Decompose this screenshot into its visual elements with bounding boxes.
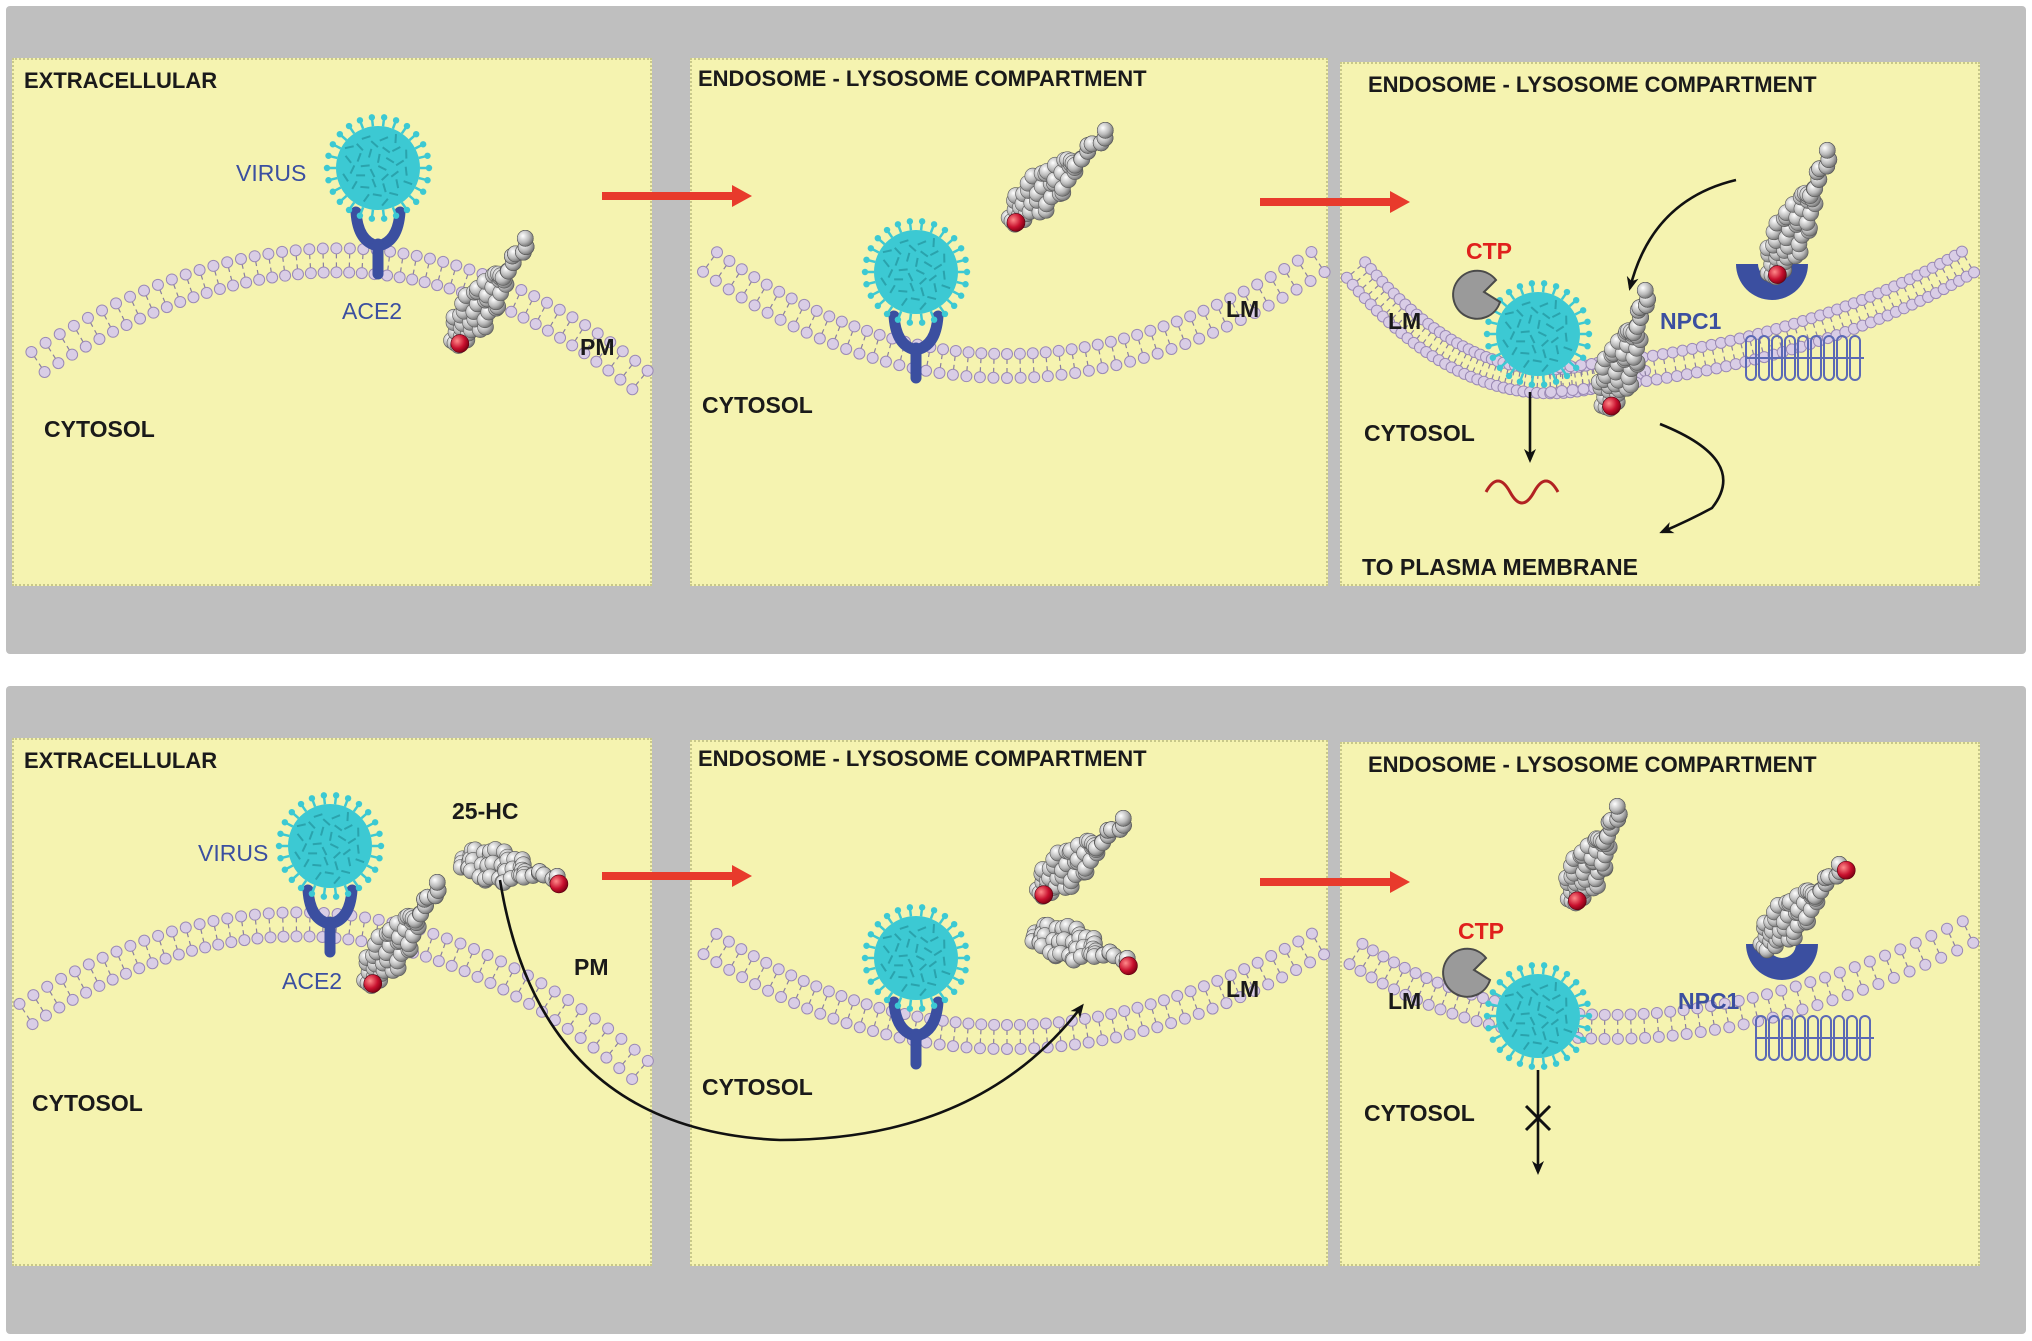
bottom-p2-ace2-receptor bbox=[888, 996, 944, 1070]
bottom-p2-lm: LM bbox=[1226, 976, 1260, 1002]
top-pm-label: PM bbox=[580, 334, 615, 360]
top-p1-title: EXTRACELLULAR bbox=[24, 68, 218, 93]
top-p1-cytosol: CYTOSOL bbox=[44, 416, 155, 442]
top-p2-virus bbox=[861, 218, 971, 326]
bottom-ctp-label: CTP bbox=[1458, 918, 1504, 944]
bottom-ace2-label: ACE2 bbox=[282, 968, 343, 994]
top-p2-lm: LM bbox=[1226, 296, 1260, 322]
bottom-p3-sterol bbox=[1558, 798, 1628, 912]
bottom-transition-arrow-1 bbox=[602, 865, 752, 887]
top-ace2-receptor bbox=[350, 206, 406, 280]
top-p2-cytosol: CYTOSOL bbox=[702, 392, 813, 418]
top-npc1-label: NPC1 bbox=[1660, 308, 1722, 334]
bottom-p2-title: ENDOSOME - LYSOSOME COMPARTMENT bbox=[698, 746, 1147, 771]
top-to-plasma-arrow bbox=[1659, 422, 1725, 534]
bottom-ctp bbox=[1442, 947, 1492, 998]
bottom-p2-cytosol: CYTOSOL bbox=[702, 1074, 813, 1100]
bottom-25hc-transfer-arrow bbox=[498, 879, 1084, 1142]
bottom-p3-virus bbox=[1483, 962, 1593, 1070]
bottom-p3-lm: LM bbox=[1388, 988, 1422, 1014]
bottom-p3-title: ENDOSOME - LYSOSOME COMPARTMENT bbox=[1368, 752, 1817, 777]
bottom-p2-sterol bbox=[1028, 810, 1132, 905]
bottom-p1-virus bbox=[275, 792, 385, 900]
top-p2-sterol bbox=[1000, 122, 1114, 233]
bottom-npc1-label: NPC1 bbox=[1678, 988, 1740, 1014]
top-ctp-label: CTP bbox=[1466, 238, 1512, 264]
top-transition-arrow-1 bbox=[602, 185, 752, 207]
top-p3-sterol bbox=[1590, 282, 1656, 417]
bottom-panel-endosome-2 bbox=[1340, 742, 1980, 1266]
top-p3-virus bbox=[1483, 280, 1593, 388]
top-p1-virus bbox=[323, 114, 433, 222]
bottom-p1-cytosol: CYTOSOL bbox=[32, 1090, 143, 1116]
top-p1-membrane bbox=[25, 242, 654, 396]
top-p1-sterol bbox=[443, 230, 535, 354]
top-p3-cytosol: CYTOSOL bbox=[1364, 420, 1475, 446]
bottom-p3-membrane bbox=[1343, 915, 1980, 1045]
bottom-block-mark-b bbox=[1524, 1104, 1552, 1132]
top-p3-lm: LM bbox=[1388, 308, 1422, 334]
top-p2-title: ENDOSOME - LYSOSOME COMPARTMENT bbox=[698, 66, 1147, 91]
top-p3-destination: TO PLASMA MEMBRANE bbox=[1362, 554, 1638, 580]
top-p2-ace2-receptor bbox=[888, 310, 944, 384]
top-p3-title: ENDOSOME - LYSOSOME COMPARTMENT bbox=[1368, 72, 1817, 97]
top-transition-arrow-2 bbox=[1260, 191, 1410, 213]
bottom-25hc-label: 25-HC bbox=[452, 798, 519, 824]
bottom-virus-label: VIRUS bbox=[198, 840, 269, 866]
top-virus-label: VIRUS bbox=[236, 160, 307, 186]
bottom-p1-sterol bbox=[356, 874, 447, 994]
bottom-ace2-receptor bbox=[302, 884, 358, 958]
top-sterol-transfer-arrow bbox=[1626, 178, 1737, 291]
top-ctp bbox=[1452, 269, 1502, 320]
bottom-transition-arrow-2 bbox=[1260, 871, 1410, 893]
bottom-p2-25hc bbox=[1024, 916, 1138, 976]
bottom-p2-virus bbox=[861, 904, 971, 1012]
top-rna bbox=[1484, 479, 1560, 505]
top-ace2-label: ACE2 bbox=[342, 298, 403, 324]
bottom-pm-label: PM bbox=[574, 954, 609, 980]
bottom-25hc-molecule bbox=[452, 841, 569, 894]
top-p3-sterol-npc1 bbox=[1759, 142, 1838, 286]
bottom-p3-25hc-npc1 bbox=[1752, 856, 1856, 959]
bottom-p1-title: EXTRACELLULAR bbox=[24, 748, 218, 773]
bottom-p2-membrane bbox=[697, 927, 1331, 1055]
bottom-p3-cytosol: CYTOSOL bbox=[1364, 1100, 1475, 1126]
